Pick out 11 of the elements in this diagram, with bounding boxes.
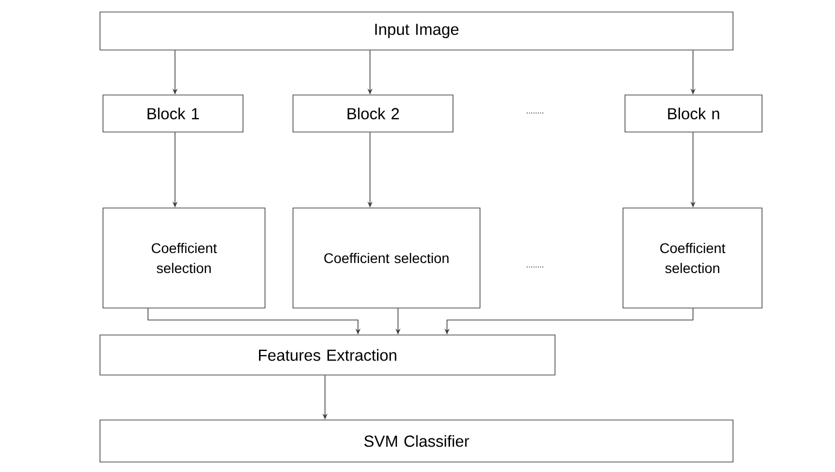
process-box: Coefficient selection: [102, 208, 266, 308]
process-box: Block n: [624, 94, 762, 132]
process-box: Block 1: [102, 94, 244, 132]
ellipsis-dots: ........: [526, 112, 544, 114]
ellipsis-dots: ........: [526, 266, 544, 268]
process-box: Features Extraction: [100, 334, 556, 376]
process-box: Block 2: [292, 94, 454, 132]
process-box: Coefficient selection: [622, 208, 762, 308]
process-box: Coefficient selection: [292, 208, 480, 308]
process-box: SVM Classifier: [100, 420, 734, 462]
process-box: Input Image: [100, 12, 734, 50]
